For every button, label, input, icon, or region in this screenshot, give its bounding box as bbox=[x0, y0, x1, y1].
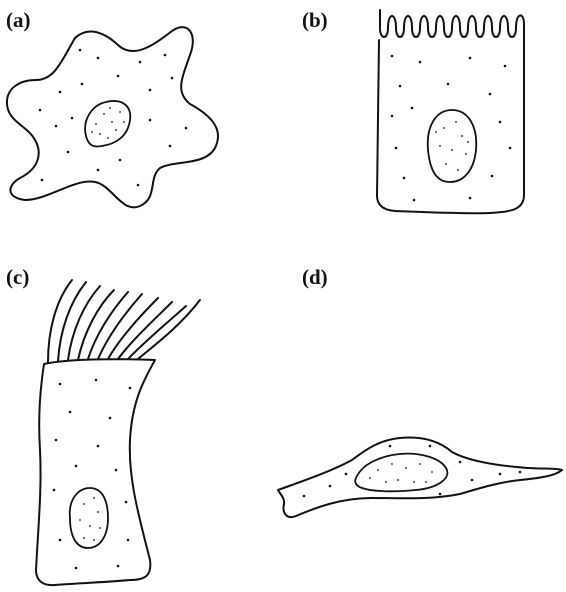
spindle-cytoplasm-granules bbox=[303, 445, 522, 498]
ciliated-nucleus bbox=[70, 488, 108, 548]
amoeboid-cell-outline bbox=[7, 27, 218, 207]
amoeboid-cell bbox=[7, 27, 218, 207]
columnar-cytoplasm-granules bbox=[391, 55, 512, 202]
columnar-microvilli-cell bbox=[377, 10, 524, 213]
ciliated-cell bbox=[36, 280, 200, 585]
spindle-nucleus-granules bbox=[369, 463, 433, 483]
ciliated-cytoplasm-granules bbox=[53, 379, 132, 570]
spindle-cell bbox=[278, 438, 562, 518]
ciliated-cell-outline bbox=[36, 359, 155, 585]
spindle-cell-outline bbox=[278, 438, 562, 518]
amoeboid-nucleus bbox=[85, 101, 130, 147]
ciliated-nucleus-granules bbox=[79, 497, 101, 541]
columnar-nucleus-granules bbox=[435, 121, 469, 171]
cilia bbox=[48, 280, 200, 362]
columnar-nucleus bbox=[428, 110, 477, 182]
spindle-nucleus bbox=[355, 454, 447, 492]
amoeboid-nucleus-granules bbox=[91, 107, 125, 139]
